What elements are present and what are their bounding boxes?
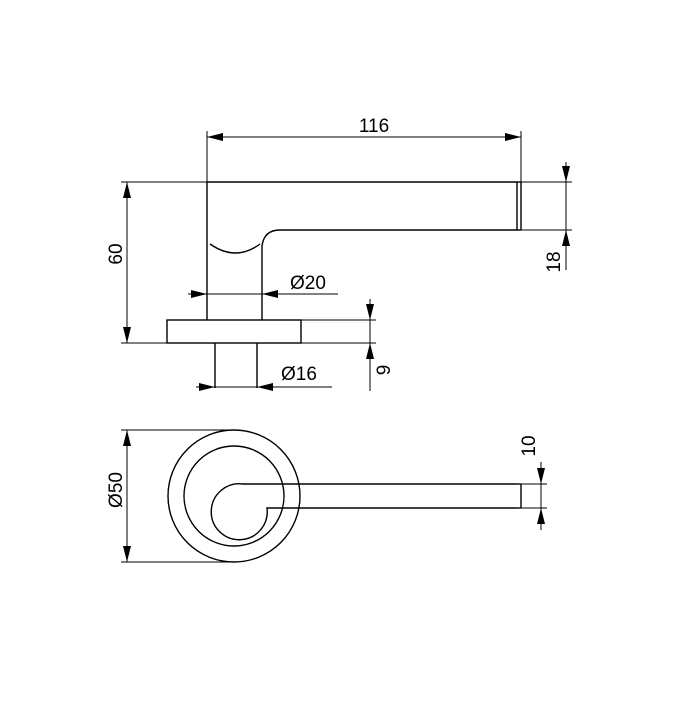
lever-outline (206, 181, 518, 320)
dim-rose-thickness: 9 (301, 299, 395, 391)
dim-label-9: 9 (374, 365, 395, 376)
spindle (214, 343, 258, 388)
plan-view (167, 429, 522, 563)
rose-inner-circle (183, 445, 285, 547)
dim-lever-thickness: 18 (521, 162, 572, 273)
rose-plate (166, 319, 302, 344)
dim-label-18: 18 (544, 251, 565, 272)
dim-neck-diameter: Ø20 (188, 273, 338, 298)
side-view (166, 181, 522, 388)
dim-label-dia20: Ø20 (290, 273, 326, 294)
dim-overall-height: 60 (106, 181, 207, 344)
dim-label-10: 10 (519, 435, 540, 456)
rose-outer-circle (167, 429, 301, 563)
dim-rose-diameter: Ø50 (106, 429, 234, 563)
dim-label-dia50: Ø50 (106, 472, 127, 508)
dim-overall-length: 116 (206, 116, 522, 182)
dim-label-60: 60 (106, 243, 127, 264)
dim-lever-width-plan: 10 (519, 435, 547, 530)
dim-label-dia16: Ø16 (281, 364, 317, 385)
dim-spindle-diameter: Ø16 (196, 364, 332, 391)
dim-label-116: 116 (359, 116, 389, 137)
neck-shoulder-curve (209, 243, 261, 254)
lever-plan-outline (210, 483, 517, 541)
